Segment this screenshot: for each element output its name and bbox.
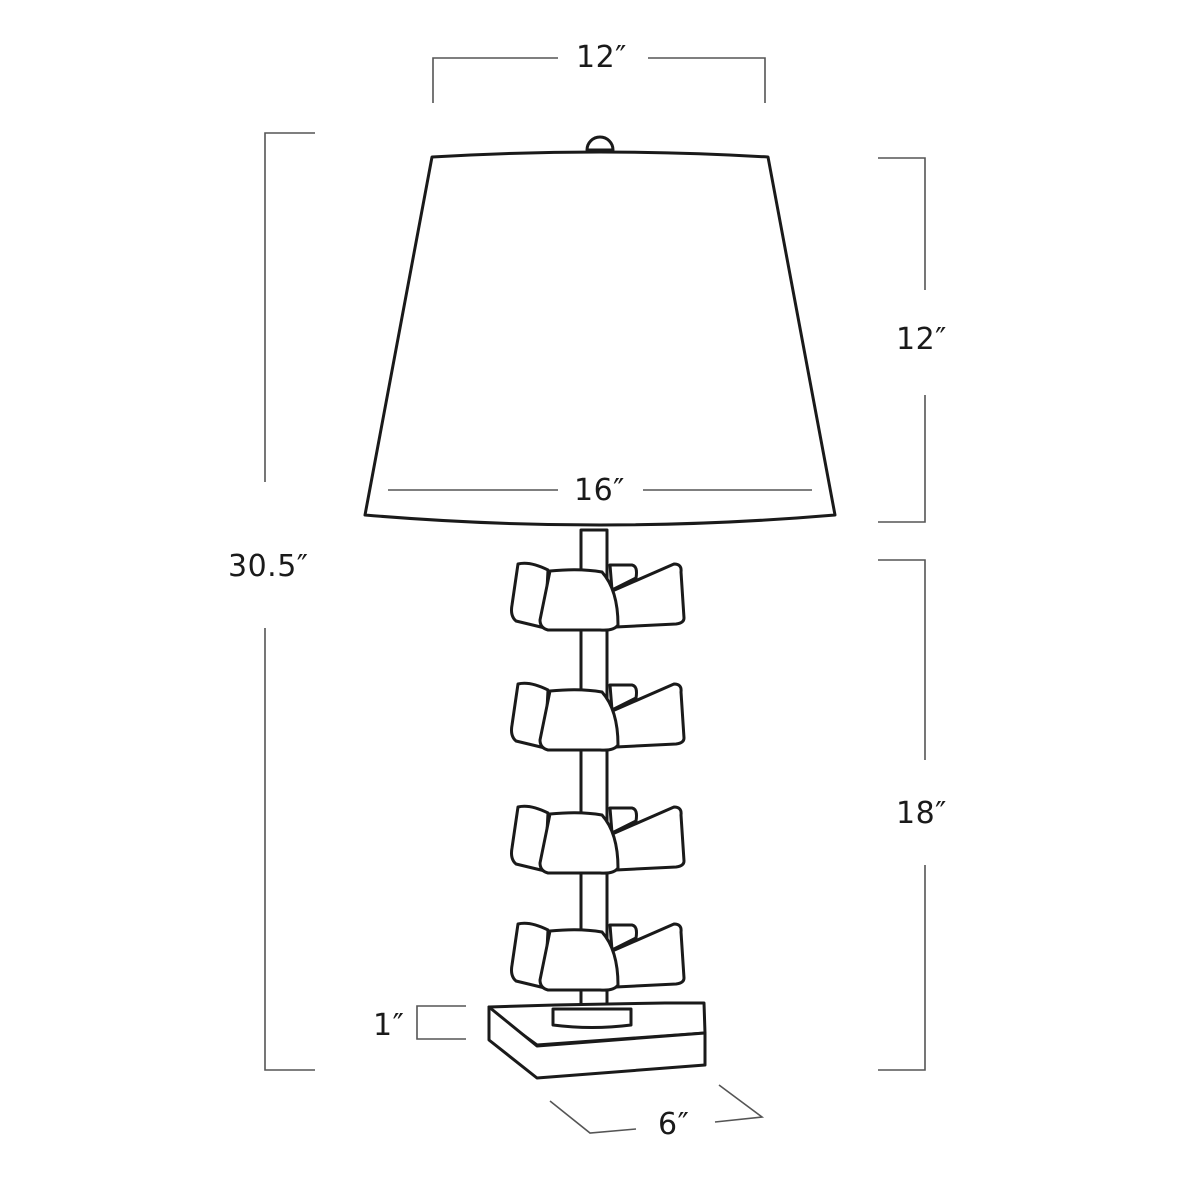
shade-top-width-label: 12″ (576, 40, 627, 75)
shade-height-label: 12″ (896, 322, 947, 357)
plinth-depth-bracket (549, 1084, 765, 1134)
base-height-label: 18″ (896, 796, 947, 831)
plinth-height-label: 1″ (373, 1008, 405, 1043)
shade-height-bracket (878, 157, 926, 523)
overall-height-label: 30.5″ (228, 549, 309, 584)
shade-top-width-bracket (432, 57, 766, 103)
petal-cluster-4 (510, 921, 686, 992)
petal-cluster-1 (510, 561, 686, 632)
petal-cluster-3 (510, 804, 686, 875)
lamp-shade (363, 150, 837, 527)
overall-height-bracket (264, 132, 315, 1071)
plinth-height-bracket (416, 1005, 466, 1040)
finial (585, 135, 615, 152)
base-height-bracket (878, 559, 926, 1071)
petal-cluster-2 (510, 681, 686, 752)
plinth-base (487, 1001, 707, 1080)
plinth-depth-label: 6″ (658, 1107, 690, 1142)
shade-bottom-width-label: 16″ (574, 473, 625, 508)
